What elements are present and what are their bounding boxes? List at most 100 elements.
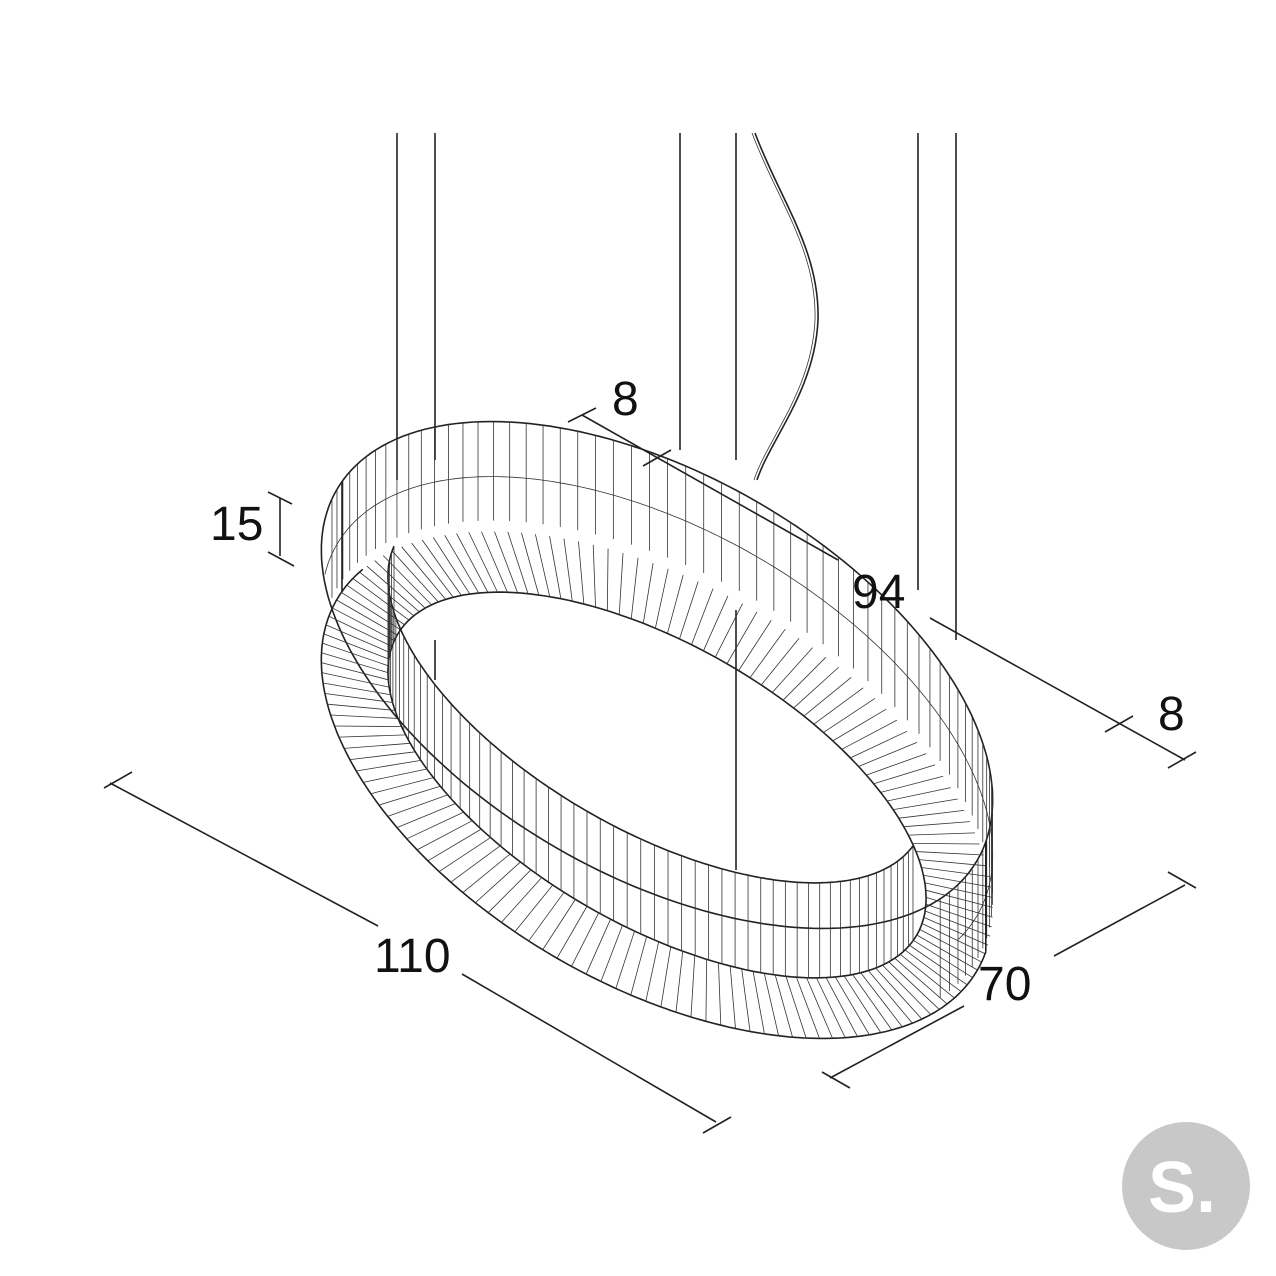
- ring-face-hatch: [432, 537, 471, 595]
- ring-face-hatch: [330, 714, 399, 719]
- ring-face-hatch: [615, 930, 635, 989]
- ring-face-hatch: [456, 533, 489, 593]
- ring-face-hatch: [690, 955, 696, 1018]
- ring-face-hatch: [578, 541, 585, 605]
- ring-face-hatch: [679, 581, 699, 640]
- ring-face-hatch: [894, 957, 948, 1005]
- ring-face-hatch: [675, 951, 684, 1013]
- ring-face-hatch: [925, 889, 993, 908]
- ring-face-hatch: [918, 859, 987, 867]
- dimension-label-height: 15: [210, 498, 263, 551]
- dimension-line-thickness: [581, 414, 839, 561]
- ring-face-hatch: [359, 571, 415, 617]
- ring-face-hatch: [919, 929, 982, 963]
- ring-face-hatch: [378, 785, 441, 806]
- ring-face-hatch: [421, 539, 462, 596]
- ring-face-hatch: [401, 546, 446, 600]
- ring-face-hatch: [915, 851, 984, 856]
- ring-face-hatch: [718, 962, 722, 1026]
- ring-face-hatch: [816, 977, 846, 1038]
- ring-face-hatch: [528, 892, 565, 942]
- ring-face-hatch: [726, 611, 758, 664]
- dimension-line-thickness: [929, 617, 1186, 761]
- ring-face-hatch: [438, 837, 491, 872]
- ring-face-hatch: [387, 794, 448, 817]
- ring-face-hatch: [912, 842, 980, 845]
- ring-face-hatch: [703, 595, 729, 651]
- ring-face-hatch: [834, 976, 870, 1036]
- ring-face-hatch: [600, 925, 623, 982]
- ring-face-hatch: [325, 624, 391, 653]
- ring-face-hatch: [366, 565, 420, 613]
- ring-face-hatch: [908, 832, 976, 836]
- ring-face-hatch: [925, 903, 992, 928]
- dimension-line-length: [461, 973, 717, 1123]
- ring-face-hatch: [752, 971, 765, 1034]
- ring-face-hatch: [866, 753, 927, 776]
- ring-face-hatch: [444, 534, 480, 594]
- dimension-tick: [1167, 871, 1197, 889]
- ring-band-middle-line: [324, 476, 994, 941]
- ring-face-hatch: [660, 946, 672, 1007]
- ring-lamp-body: [320, 420, 994, 1040]
- ring-face-hatch: [858, 741, 918, 767]
- ring-face-hatch: [771, 647, 813, 693]
- ring-face-hatch: [327, 703, 396, 711]
- ring-face-hatch: [921, 867, 990, 877]
- dimension-line-width: [829, 1005, 965, 1079]
- ring-face-hatch: [535, 534, 551, 597]
- ring-face-hatch: [346, 584, 405, 626]
- ring-face-hatch: [416, 820, 473, 851]
- dimension-tick: [267, 491, 293, 505]
- ring-face-hatch: [571, 912, 600, 967]
- ring-face-hatch: [487, 869, 532, 913]
- ring-face-hatch: [521, 532, 540, 596]
- ring-bottom-outer-edge: [320, 568, 987, 1040]
- ring-face-hatch: [925, 896, 993, 918]
- ring-face-hatch: [923, 917, 989, 946]
- ring-face-hatch: [363, 768, 427, 783]
- ring-face-hatch: [481, 531, 508, 593]
- ring-face-hatch: [356, 759, 421, 772]
- ring-face-hatch: [563, 538, 573, 602]
- ring-face-hatch: [322, 682, 391, 696]
- ring-face-hatch: [336, 599, 398, 636]
- ring-face-hatch: [667, 574, 684, 634]
- ring-face-hatch: [880, 775, 944, 793]
- ring-face-hatch: [888, 961, 940, 1010]
- dimension-lines: [103, 407, 1197, 1134]
- ring-face-hatch: [549, 536, 562, 599]
- ring-face-hatch: [370, 777, 434, 795]
- ring-face-hatch: [468, 532, 498, 593]
- ring-face-hatch: [592, 544, 596, 608]
- ring-face-hatch: [324, 693, 393, 703]
- ring-face-hatch: [850, 730, 908, 759]
- ring-face-hatch: [924, 882, 993, 898]
- ring-face-hatch: [875, 967, 923, 1020]
- ring-face-hatch: [475, 861, 521, 904]
- ring-face-hatch: [882, 964, 932, 1015]
- ring-face-hatch: [774, 974, 793, 1038]
- logo-circle: [1122, 1122, 1250, 1250]
- dimension-tick: [103, 771, 133, 789]
- dimension-tick: [567, 407, 597, 423]
- ring-face-hatch: [873, 764, 936, 785]
- suspension-wires: [396, 132, 957, 870]
- ring-face-hatch: [321, 662, 389, 681]
- dimension-label-length: 110: [374, 930, 451, 983]
- ring-face-hatch: [738, 620, 772, 671]
- ring-face-hatch: [585, 919, 611, 975]
- ring-face-hatch: [630, 557, 639, 619]
- ring-face-hatch: [501, 877, 543, 923]
- ring-face-hatch: [924, 910, 991, 937]
- ring-face-hatch: [374, 560, 426, 609]
- ring-face-hatch: [321, 672, 390, 688]
- ring-face-hatch: [691, 588, 714, 645]
- ring-face-hatch: [494, 531, 518, 593]
- dimension-line-length: [109, 782, 379, 927]
- ring-bottom-inner-edge: [387, 591, 927, 979]
- ring-face-hatch: [887, 787, 951, 802]
- dimension-label-thickness-right: 8: [1158, 688, 1185, 741]
